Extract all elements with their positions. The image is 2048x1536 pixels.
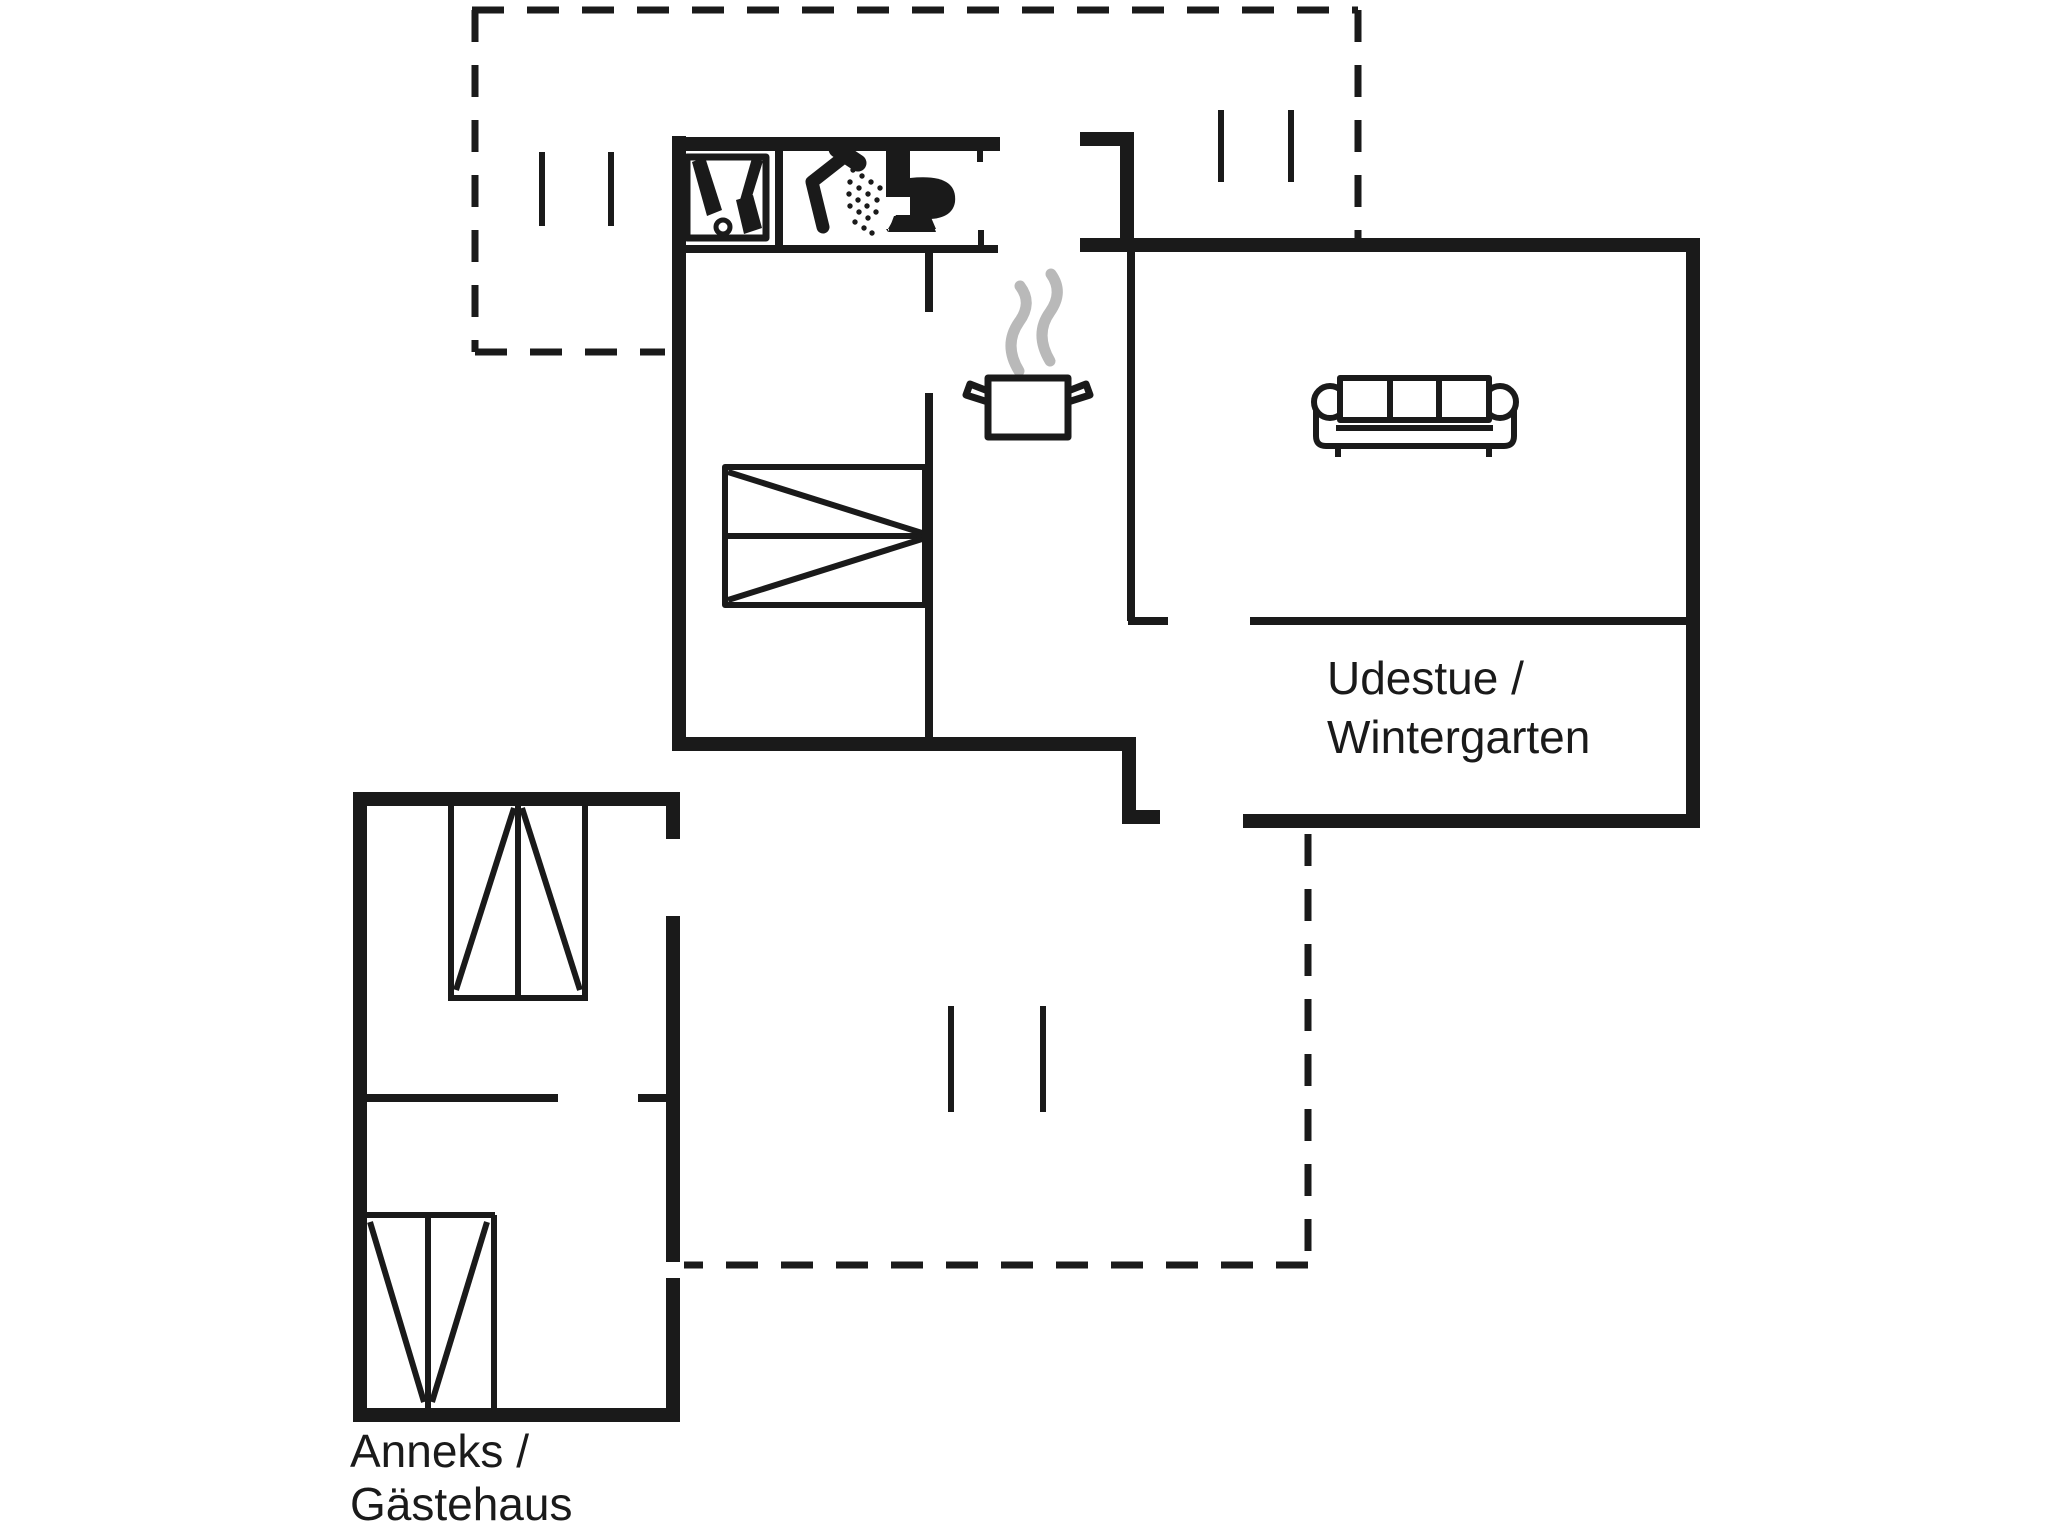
wall-bottom-door-jamb	[1122, 744, 1160, 824]
kitchen	[962, 268, 1094, 441]
bathroom	[805, 140, 956, 236]
window-markers	[539, 110, 1294, 1112]
twin-bed-annex-bottom-icon	[362, 1212, 497, 1412]
interior-walls	[686, 141, 1690, 744]
toilet-icon	[886, 145, 956, 232]
vacuum-cleaner-icon	[692, 157, 763, 237]
anneks-label-line2: Gästehaus	[350, 1478, 572, 1530]
sofa-icon	[1311, 375, 1519, 457]
terrace-top-outline	[471, 6, 1362, 356]
cooking-pot-icon	[962, 374, 1094, 441]
utility-cabinet	[683, 153, 770, 242]
double-bed-icon	[722, 464, 928, 608]
udestue-label-line1: Udestue /	[1327, 652, 1524, 704]
shower-spray-dots	[846, 167, 883, 236]
terrace-bottom-outline	[684, 834, 1312, 1269]
wall-top-right-jamb	[1080, 132, 1134, 245]
steam-icon	[1005, 268, 1063, 377]
udestue-label-line2: Wintergarten	[1327, 711, 1590, 763]
shower-icon	[805, 140, 883, 236]
twin-bed-annex-top-icon	[448, 799, 588, 1001]
room-labels: Udestue / Wintergarten Anneks / Gästehau…	[350, 652, 1590, 1530]
anneks-label-line1: Anneks /	[350, 1425, 529, 1477]
